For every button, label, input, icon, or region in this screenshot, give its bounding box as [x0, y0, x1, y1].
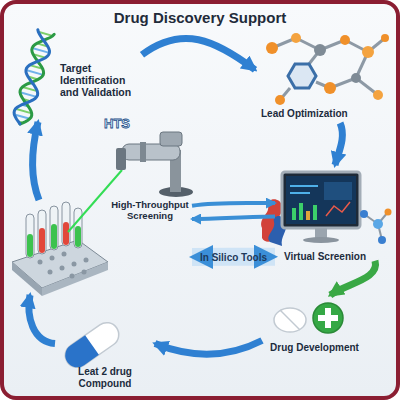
- computer-monitor: [292, 208, 296, 220]
- hts-instrument: [160, 132, 182, 146]
- molecule-model: [275, 95, 285, 105]
- node-label: Drug Development: [262, 342, 367, 354]
- test-tubes: [84, 258, 89, 263]
- computer-monitor: [326, 202, 350, 216]
- hts-instrument: [68, 132, 193, 232]
- computer-monitor: [282, 172, 360, 228]
- test-tubes: [26, 214, 34, 258]
- flow-arrow: [330, 261, 375, 295]
- node-label: Leat 2 drug Compound: [55, 366, 155, 389]
- molecule-model: [266, 42, 278, 54]
- pill-and-cross: [280, 310, 300, 330]
- computer-monitor: [261, 172, 391, 246]
- molecule-model: [381, 34, 389, 42]
- computer-monitor: [303, 237, 339, 243]
- computer-monitor: [315, 228, 327, 238]
- flow-arrow: [335, 123, 342, 165]
- stage-node: High-Throughput Screening: [12, 200, 192, 295]
- capsule: [61, 318, 124, 372]
- molecule-model: [288, 64, 316, 88]
- test-tubes: [50, 256, 55, 261]
- computer-monitor: [378, 236, 386, 244]
- test-tubes: [82, 270, 87, 275]
- flow-arrow: [155, 341, 262, 355]
- computer-monitor: [290, 185, 318, 187]
- flow-arrow: [192, 203, 275, 206]
- test-tubes: [12, 202, 108, 296]
- computer-monitor: [313, 205, 317, 220]
- computer-monitor: [299, 203, 303, 220]
- dna-strand: [14, 30, 49, 124]
- computer-monitor: [286, 176, 356, 224]
- pill-and-cross: [274, 308, 306, 332]
- test-tubes: [62, 202, 70, 246]
- capsule: [61, 318, 124, 372]
- test-tubes: [70, 274, 75, 279]
- pill-and-cross: [313, 303, 343, 333]
- test-tubes: [42, 262, 108, 296]
- computer-monitor: [385, 209, 392, 216]
- test-tubes: [12, 262, 42, 296]
- node-label: Target Identification and Validation: [60, 62, 142, 98]
- node-label: Lead Optimization: [261, 108, 381, 120]
- pill-and-cross: [318, 315, 338, 321]
- molecule-model: [340, 35, 350, 45]
- test-tubes: [74, 208, 82, 248]
- node-label: Virtual Screenion: [275, 251, 375, 263]
- flow-arrow: [192, 248, 275, 266]
- computer-monitor: [324, 182, 352, 200]
- molecule-model: [291, 33, 301, 43]
- hts-instrument: [140, 142, 146, 162]
- test-tubes: [38, 260, 43, 265]
- free-label: HTS: [104, 116, 130, 131]
- stage-node: Lead Optimization: [255, 28, 390, 123]
- computer-monitor: [306, 211, 310, 220]
- molecule-model: [314, 44, 326, 56]
- test-tubes: [38, 210, 46, 254]
- test-tubes: [63, 222, 69, 245]
- molecule-model: [373, 90, 383, 100]
- test-tubes: [48, 270, 53, 275]
- flow-arrow: [142, 38, 255, 69]
- computer-monitor: [290, 192, 310, 194]
- test-tubes: [75, 226, 81, 247]
- computer-monitor: [373, 219, 383, 229]
- test-tubes: [39, 228, 45, 253]
- pill-and-cross: [274, 303, 343, 333]
- computer-monitor: [360, 210, 368, 218]
- hts-instrument: [116, 148, 126, 170]
- node-label: High-Throughput Screening: [108, 200, 192, 222]
- stage-node: Virtual Screenion: [275, 165, 375, 268]
- stage-node: Drug Development: [262, 295, 367, 360]
- molecule-model: [362, 46, 374, 58]
- test-tubes: [51, 224, 57, 249]
- test-tubes: [72, 262, 77, 267]
- diagram-title: Drug Discovery Support: [0, 9, 400, 26]
- dna-rung: [32, 48, 49, 53]
- flow-arrow: [29, 295, 55, 344]
- dna-rung: [26, 70, 43, 75]
- molecule-model: [266, 33, 389, 105]
- dna-helix: [14, 30, 54, 124]
- test-tubes: [62, 252, 67, 257]
- flow-arrow: [192, 217, 275, 220]
- molecule-model: [351, 73, 361, 83]
- stage-node: Leat 2 drug Compound: [55, 322, 155, 394]
- test-tubes: [50, 206, 58, 250]
- test-tubes: [27, 234, 33, 257]
- stage-node: Target Identification and Validation: [12, 30, 142, 122]
- molecule-model: [324, 82, 336, 94]
- edge-label: In Silico Tools: [200, 251, 267, 262]
- test-tubes: [60, 266, 65, 271]
- flow-arrow: [32, 122, 39, 200]
- connector-layer: [29, 38, 376, 354]
